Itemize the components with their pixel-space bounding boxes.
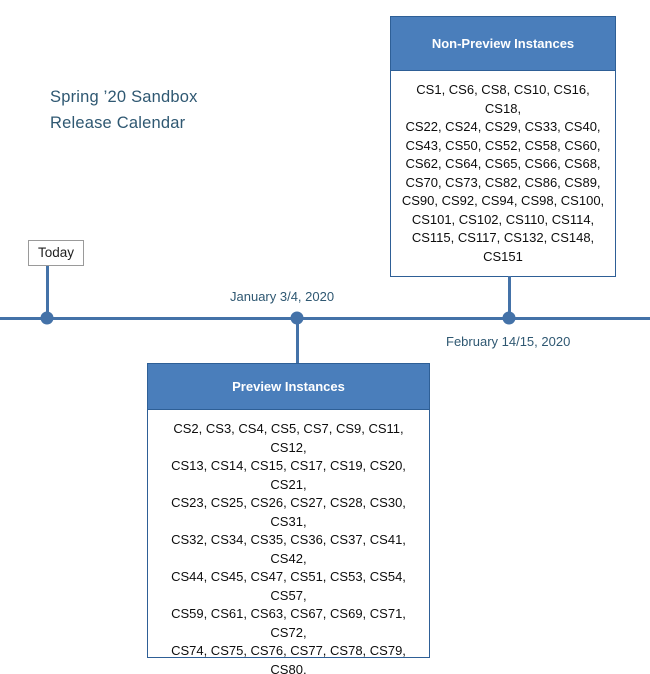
timeline-dot-february (502, 311, 516, 325)
non-preview-instances-box: Non-Preview Instances CS1, CS6, CS8, CS1… (390, 16, 616, 277)
timeline-dot-today (40, 311, 54, 325)
timeline-axis (0, 317, 650, 320)
connector-today (46, 266, 49, 318)
connector-january (296, 318, 299, 364)
date-label-january: January 3/4, 2020 (230, 289, 335, 304)
connector-february (508, 276, 511, 318)
preview-instances-box: Preview Instances CS2, CS3, CS4, CS5, CS… (147, 363, 430, 674)
non-preview-instances-header: Non-Preview Instances (391, 17, 615, 71)
non-preview-instances-list: CS1, CS6, CS8, CS10, CS16, CS18, CS22, C… (401, 82, 605, 264)
preview-instances-list: CS2, CS3, CS4, CS5, CS7, CS9, CS11, CS12… (171, 421, 406, 674)
preview-instances-header: Preview Instances (148, 364, 429, 410)
date-label-february: February 14/15, 2020 (446, 334, 571, 349)
today-marker-label: Today (28, 240, 84, 266)
page-title: Spring ’20 Sandbox Release Calendar (50, 88, 198, 132)
